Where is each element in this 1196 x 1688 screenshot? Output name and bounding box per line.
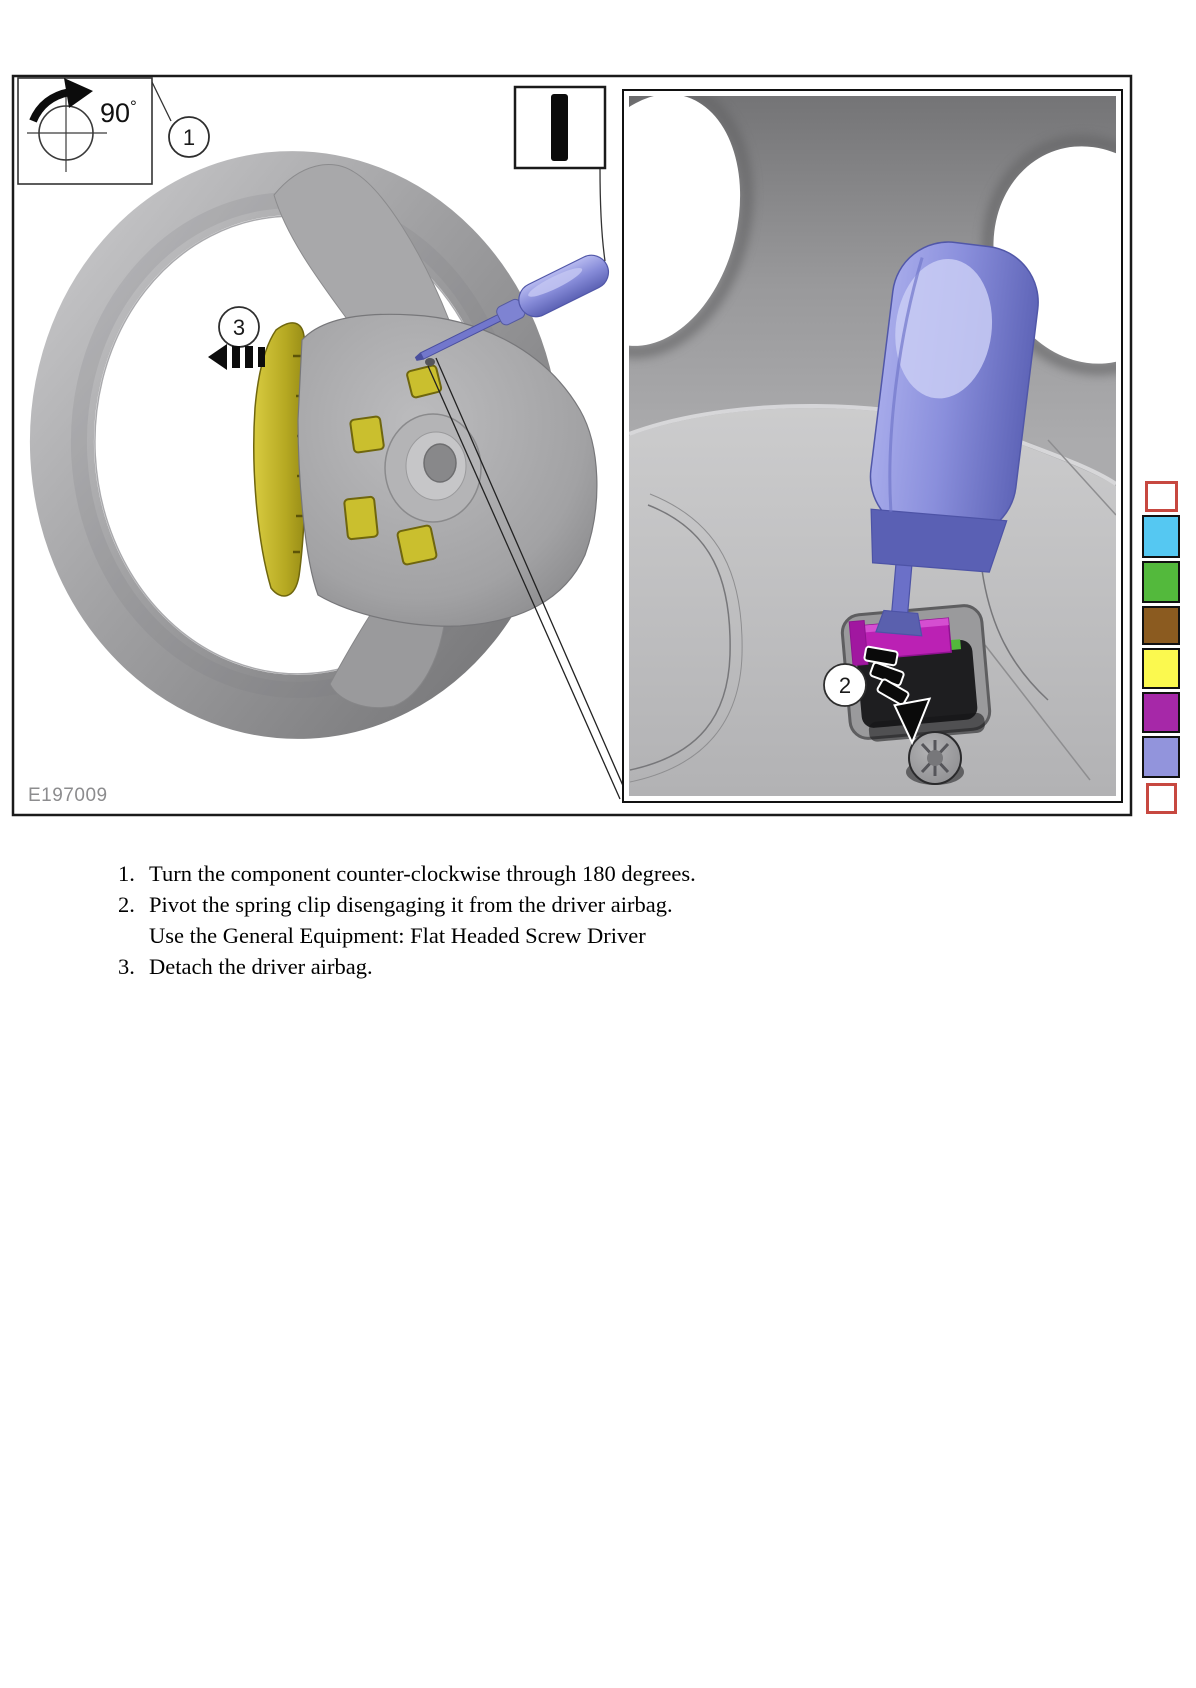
step-number: 3. (118, 954, 135, 979)
angle-label: 90° (100, 97, 137, 128)
instruction-step-3: 3. Detach the driver airbag. (118, 951, 696, 982)
legend-swatch-green (1142, 561, 1180, 603)
figure-e197009: 90° 1 3 E197009 (11, 74, 1133, 817)
instruction-step-1: 1. Turn the component counter-clockwise t… (118, 858, 696, 889)
legend-swatch-cyan (1142, 515, 1180, 558)
steering-wheel-illustration (29, 151, 598, 739)
legend-swatch-brown (1142, 606, 1180, 645)
zoom-inset-view: 2 (629, 96, 1116, 796)
flat-blade-icon (551, 94, 568, 161)
rotation-symbol-box: 90° (17, 77, 153, 185)
svg-text:3: 3 (233, 315, 245, 340)
step-number: 1. (118, 861, 135, 886)
clip-screw-hole (425, 358, 435, 366)
tool-leader-line (599, 167, 606, 262)
legend-swatch-empty-top (1145, 481, 1178, 512)
svg-text:2: 2 (839, 673, 851, 698)
zoom-callout-lines (427, 357, 625, 800)
legend-swatch-empty-bottom (1146, 783, 1177, 814)
svg-text:1: 1 (183, 125, 195, 150)
screw-head (906, 731, 964, 785)
callout-1-leader (151, 81, 172, 122)
screwdriver (414, 254, 610, 361)
counter-clockwise-arrow-icon (29, 78, 93, 123)
instruction-list: 1. Turn the component counter-clockwise t… (118, 858, 696, 982)
detach-direction-arrow-icon (208, 344, 265, 370)
legend-swatch-magenta (1142, 692, 1180, 733)
spoke-opening-left (629, 96, 741, 346)
instruction-step-2: 2. Pivot the spring clip disengaging it f… (118, 889, 696, 920)
step-number: 2. (118, 892, 135, 917)
step-text: Detach the driver airbag. (149, 954, 373, 979)
callout-1: 1 (168, 116, 210, 158)
screwdriver-handle-zoom (869, 241, 1039, 573)
callout-3: 3 (218, 306, 260, 348)
wheel-lower-spoke (329, 607, 447, 708)
legend-swatch-periwinkle (1142, 736, 1180, 778)
legend-swatch-yellow (1142, 648, 1180, 689)
instruction-step-2-note: Use the General Equipment: Flat Headed S… (118, 920, 696, 951)
screwdriver-icon-box (513, 85, 607, 170)
pivot-direction-arrow-icon (863, 645, 932, 746)
step-note: Use the General Equipment: Flat Headed S… (149, 923, 646, 948)
callout-2: 2 (823, 663, 867, 707)
step-text: Pivot the spring clip disengaging it fro… (149, 892, 673, 917)
figure-code: E197009 (28, 785, 108, 806)
wheel-top-spoke (273, 164, 450, 335)
spoke-opening-right (993, 146, 1116, 364)
steering-hub-boss (384, 413, 482, 523)
step-text: Turn the component counter-clockwise thr… (149, 861, 696, 886)
